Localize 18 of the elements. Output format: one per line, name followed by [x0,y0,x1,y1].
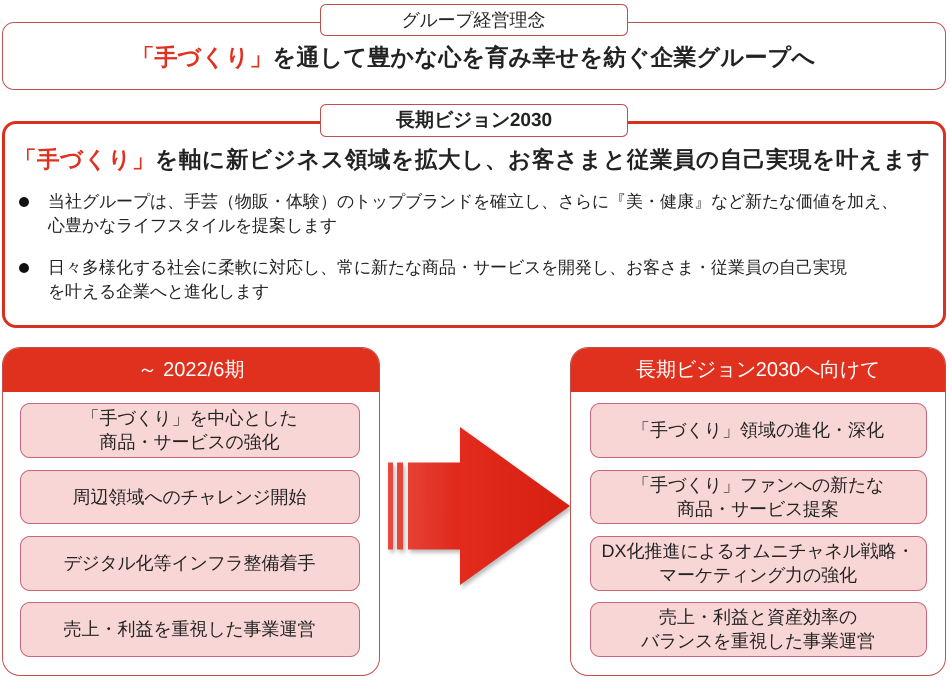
item-box: 「手づくり」領域の進化・深化 [590,402,926,458]
statement-text: 「手づくり」を通して豊かな心を育み幸せを紡ぐ企業グループへ [130,42,816,72]
item-box: デジタル化等インフラ整備着手 [20,536,360,590]
panel-box [570,347,946,676]
panel-header: ～ 2022/6期 [3,348,379,392]
panel-header: 長期ビジョン2030へ向けて [571,348,945,392]
panel-box [2,347,380,676]
item-box: 周辺領域へのチャレンジ開始 [20,470,360,524]
statement-text: 「手づくり」を軸に新ビジネス領域を拡大し、お客さまと従業員の自己実現を叶えます [14,146,931,174]
heading-tab: グループ経営理念 [320,4,628,36]
bullet-text: 当社グループは、手芸（物販・体験）のトップブランドを確立し、さらに『美・健康』など新たな価値を加え、心豊かなライフスタイルを提案します [48,191,899,237]
heading-tab: 長期ビジョン2030 [320,104,628,137]
item-box: 売上・利益を重視した事業運営 [20,602,360,656]
item-box: DX化推進によるオムニチャネル戦略・マーケティング力の強化 [590,536,926,590]
item-box: 「手づくり」ファンへの新たな商品・サービス提案 [590,470,926,524]
bullet-text: 日々多様化する社会に柔軟に対応し、常に新たな商品・サービスを開発し、お客さま・従業員の自己実現を叶える企業へと進化します [48,257,848,303]
item-box: 「手づくり」を中心とした商品・サービスの強化 [20,402,360,458]
item-box: 売上・利益と資産効率のバランスを重視した事業運営 [590,602,926,656]
